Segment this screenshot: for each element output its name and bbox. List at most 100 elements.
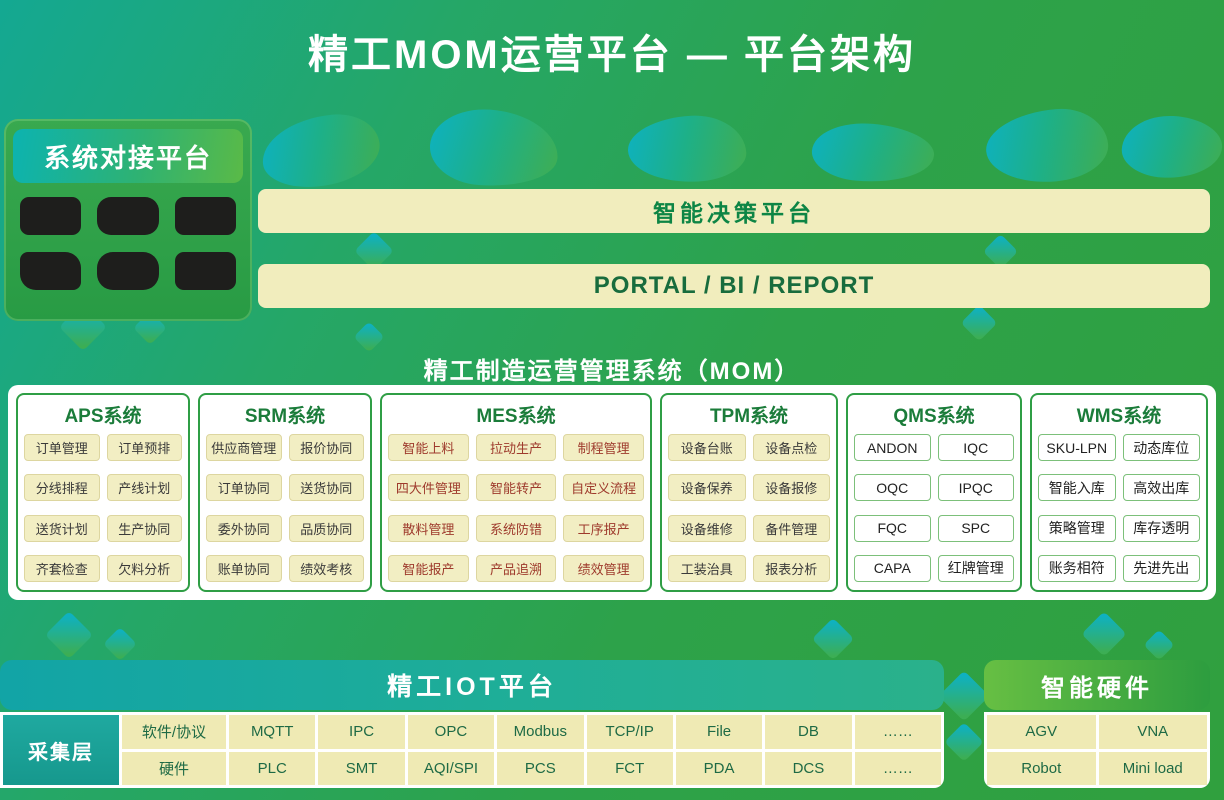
- module-item: 四大件管理: [388, 474, 469, 502]
- hardware-header: 智能硬件: [984, 660, 1210, 710]
- portal-bi-report-band: PORTAL / BI / REPORT: [258, 264, 1210, 308]
- partner-logos: [20, 197, 236, 290]
- module-item: 智能入库: [1038, 474, 1116, 502]
- module-item: 送货协同: [288, 474, 364, 502]
- module-item: 自定义流程: [563, 474, 644, 502]
- system-items: 订单管理 订单预排 分线排程 产线计划 送货计划 生产协同 齐套检查 欠料分析: [24, 434, 182, 582]
- table-cell: AQI/SPI: [407, 751, 495, 785]
- decor-blob: [809, 118, 937, 188]
- module-item: FQC: [854, 514, 931, 542]
- page-title: 精工MOM运营平台 — 平台架构: [308, 33, 916, 77]
- module-item: 报表分析: [752, 554, 830, 582]
- module-item: 品质协同: [288, 514, 364, 542]
- decor-diamond: [44, 610, 94, 660]
- module-item: 智能上料: [388, 434, 469, 461]
- system-title: MES系统: [476, 406, 556, 427]
- system-title: SRM系统: [244, 406, 326, 427]
- table-cell: SMT: [318, 751, 405, 785]
- decor-diamond: [1143, 629, 1175, 661]
- system-panel-aps: APS系统 订单管理 订单预排 分线排程 产线计划 送货计划 生产协同 齐套检查…: [16, 393, 190, 592]
- module-item: 产线计划: [106, 474, 182, 502]
- module-item: 订单协同: [206, 474, 282, 502]
- system-items: 供应商管理 报价协同 订单协同 送货协同 委外协同 品质协同 账单协同 绩效考核: [206, 434, 364, 582]
- hardware-title: 智能硬件: [1041, 674, 1153, 702]
- decision-platform-label: 智能决策平台: [653, 200, 815, 226]
- table-cell: File: [675, 715, 763, 749]
- module-item: 先进先出: [1122, 554, 1200, 582]
- partner-logo: [97, 252, 159, 290]
- hardware-item: VNA: [1098, 715, 1207, 749]
- table-cell: PDA: [675, 751, 763, 785]
- module-item: 备件管理: [752, 514, 830, 542]
- decor-blob: [1120, 113, 1224, 181]
- module-item: 散料管理: [388, 514, 469, 542]
- system-items: ANDON IQC OQC IPQC FQC SPC CAPA 红牌管理: [854, 434, 1014, 582]
- system-items: SKU-LPN 动态库位 智能入库 高效出库 策略管理 库存透明 账务相符 先进…: [1038, 434, 1200, 582]
- system-items: 设备台账 设备点检 设备保养 设备报修 设备维修 备件管理 工装治具 报表分析: [668, 434, 830, 582]
- module-item: 工序报产: [563, 514, 644, 542]
- table-cell: TCP/IP: [586, 715, 673, 749]
- module-item: 账单协同: [206, 554, 282, 582]
- table-cell: PLC: [229, 751, 316, 785]
- table-cell: FCT: [586, 751, 673, 785]
- module-item: 绩效管理: [563, 554, 644, 582]
- module-item: 齐套检查: [24, 554, 100, 582]
- decor-blob: [983, 104, 1111, 188]
- module-item: 动态库位: [1122, 434, 1200, 461]
- module-item: 红牌管理: [937, 554, 1014, 582]
- hardware-item: AGV: [987, 715, 1096, 749]
- module-item: 产品追溯: [475, 554, 557, 582]
- integration-panel: 系统对接平台: [4, 119, 252, 321]
- hardware-item: Mini load: [1098, 751, 1207, 785]
- hardware-grid: AGV VNA Robot Mini load: [984, 712, 1210, 788]
- decor-blob: [626, 112, 748, 186]
- system-panel-wms: WMS系统 SKU-LPN 动态库位 智能入库 高效出库 策略管理 库存透明 账…: [1030, 393, 1208, 592]
- iot-protocol-table: 采集层 软件/协议 MQTT IPC OPC Modbus TCP/IP Fil…: [0, 712, 944, 788]
- module-item: 拉动生产: [475, 434, 557, 461]
- portal-bi-report-label: PORTAL / BI / REPORT: [593, 272, 875, 299]
- system-panel-qms: QMS系统 ANDON IQC OQC IPQC FQC SPC CAPA 红牌…: [846, 393, 1022, 592]
- decor-blob: [258, 110, 384, 192]
- decor-diamond: [960, 304, 998, 342]
- decor-diamond: [938, 670, 990, 722]
- hardware-item: Robot: [987, 751, 1096, 785]
- table-cell: ……: [854, 715, 941, 749]
- table-cell: DB: [765, 715, 852, 749]
- table-cell: IPC: [318, 715, 405, 749]
- table-cell: DCS: [765, 751, 852, 785]
- module-item: 高效出库: [1122, 474, 1200, 502]
- module-item: 设备台账: [668, 434, 746, 461]
- module-item: 供应商管理: [206, 434, 282, 461]
- table-cell: 硬件: [122, 751, 226, 785]
- module-item: 策略管理: [1038, 514, 1116, 542]
- decor-diamond: [811, 617, 855, 661]
- collection-layer-label: 采集层: [3, 715, 119, 785]
- table-cell: 软件/协议: [122, 715, 226, 749]
- module-item: 报价协同: [288, 434, 364, 461]
- system-panel-mes: MES系统 智能上料 拉动生产 制程管理 四大件管理 智能转产 自定义流程 散料…: [380, 393, 652, 592]
- table-cell: MQTT: [229, 715, 316, 749]
- module-item: 系统防错: [475, 514, 557, 542]
- module-item: SKU-LPN: [1038, 434, 1116, 461]
- module-item: 送货计划: [24, 514, 100, 542]
- module-item: SPC: [937, 514, 1014, 542]
- module-item: OQC: [854, 474, 931, 502]
- partner-logo: [20, 197, 82, 235]
- module-item: 智能报产: [388, 554, 469, 582]
- decor-diamond: [103, 627, 137, 661]
- system-panel-srm: SRM系统 供应商管理 报价协同 订单协同 送货协同 委外协同 品质协同 账单协…: [198, 393, 372, 592]
- partner-logo: [174, 252, 236, 290]
- module-item: 订单管理: [24, 434, 100, 461]
- module-item: 生产协同: [106, 514, 182, 542]
- module-item: 设备维修: [668, 514, 746, 542]
- decor-diamond: [353, 321, 385, 353]
- module-item: 分线排程: [24, 474, 100, 502]
- mom-systems-panel: APS系统 订单管理 订单预排 分线排程 产线计划 送货计划 生产协同 齐套检查…: [8, 385, 1216, 600]
- integration-panel-title: 系统对接平台: [13, 129, 243, 183]
- system-title: WMS系统: [1076, 406, 1162, 427]
- module-item: 委外协同: [206, 514, 282, 542]
- module-item: 库存透明: [1122, 514, 1200, 542]
- module-item: 设备保养: [668, 474, 746, 502]
- module-item: 设备报修: [752, 474, 830, 502]
- decision-platform-band: 智能决策平台: [258, 189, 1210, 233]
